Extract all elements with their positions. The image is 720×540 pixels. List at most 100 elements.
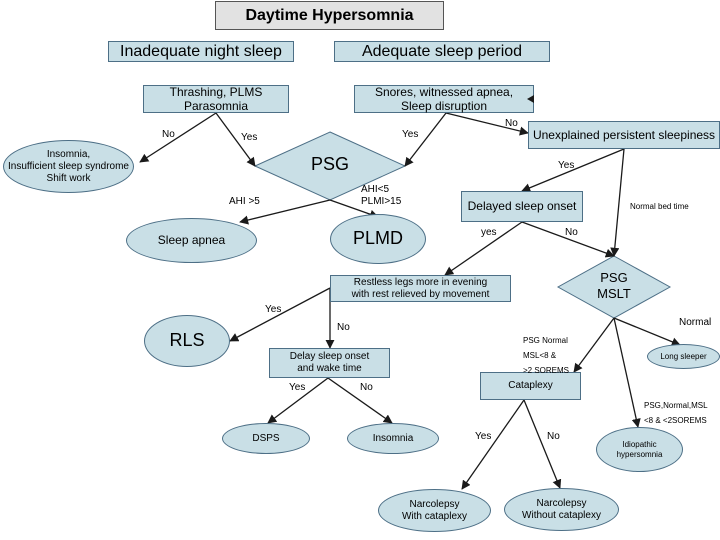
- edge-label-no: No: [360, 382, 373, 393]
- node-text: Delay sleep onset: [289, 351, 370, 362]
- branch-inadequate-night-sleep: Inadequate night sleep: [108, 41, 294, 62]
- node-insomnia: Insomnia: [347, 423, 439, 454]
- edge-label-text: PSG,Normal,MSL: [644, 401, 708, 410]
- arrow-thrashing-psg: [215, 112, 256, 167]
- branch-inadequate-label: Inadequate night sleep: [120, 42, 282, 60]
- arrow-mslt-cataplexy: [573, 317, 615, 373]
- edge-label-yes: yes: [481, 227, 497, 238]
- arrow-delay-dsps: [267, 377, 329, 424]
- edge-label-text: <8 & <2SOREMS: [644, 416, 707, 425]
- arrow-delayed-mslt: [521, 221, 615, 258]
- arrow-thrashing-insomnia: [139, 112, 217, 163]
- arrow-snores-psg: [404, 112, 447, 167]
- node-text: Delayed sleep onset: [467, 199, 577, 214]
- arrow-snores-unexplained: [445, 112, 529, 136]
- node-text: Thrashing, PLMS: [169, 84, 263, 99]
- triangle-marker-icon: [527, 95, 534, 103]
- page-title: Daytime Hypersomnia: [215, 1, 444, 30]
- node-text: Insomnia,: [46, 148, 91, 160]
- node-text: Without cataplexy: [522, 509, 601, 521]
- arrow-psg-sleepapnea: [239, 199, 331, 225]
- edge-label-text: AHI<5: [361, 184, 390, 195]
- node-unexplained-sleepiness: Unexplained persistent sleepiness: [528, 121, 720, 149]
- branch-adequate-sleep-period: Adequate sleep period: [334, 41, 550, 62]
- edge-label-yes: Yes: [558, 160, 575, 171]
- node-text: Restless legs more in evening: [353, 276, 488, 288]
- edge-label-yes: Yes: [241, 132, 258, 143]
- node-text: Parasomnia: [183, 99, 249, 113]
- edge-label-yes: Yes: [475, 431, 492, 442]
- node-text: Idiopathic: [622, 439, 657, 449]
- edge-label-yes: Yes: [265, 304, 282, 315]
- edge-label-no: No: [337, 322, 350, 333]
- node-rls: RLS: [144, 315, 230, 367]
- node-text: Narcolepsy: [536, 497, 587, 509]
- edge-label-normal-bed-time: Normal bed time: [630, 202, 689, 211]
- node-text: hypersomnia: [616, 449, 663, 459]
- arrow-cataplexy-narco-without: [523, 399, 562, 489]
- node-sleep-apnea: Sleep apnea: [126, 218, 257, 263]
- edge-label-text: PLMI>15: [361, 196, 402, 207]
- arrow-mslt-idiopathic: [613, 317, 641, 428]
- node-cataplexy: Cataplexy: [480, 372, 581, 400]
- node-text: with rest relieved by movement: [351, 288, 490, 300]
- node-long-sleeper: Long sleeper: [647, 344, 720, 369]
- node-text: Insomnia: [372, 432, 414, 444]
- arrow-mslt-longsleeper: [613, 317, 681, 347]
- node-dsps: DSPS: [222, 423, 310, 454]
- node-text: Sleep apnea: [157, 233, 226, 248]
- edge-label-yes: Yes: [289, 382, 306, 393]
- edge-label-ahi-gt5: AHI >5: [229, 196, 260, 207]
- arrow-delay-insomnia: [327, 377, 393, 424]
- node-text: Shift work: [46, 172, 91, 184]
- node-text: RLS: [169, 330, 205, 351]
- edge-label-text: >2 SOREMS: [523, 366, 570, 375]
- edge-label-no: No: [547, 431, 560, 442]
- node-plmd: PLMD: [330, 214, 426, 264]
- node-text: DSPS: [252, 432, 280, 444]
- node-text: and wake time: [297, 363, 362, 374]
- branch-adequate-label: Adequate sleep period: [361, 42, 523, 60]
- edge-label-text: PSG Normal: [523, 336, 568, 345]
- node-text: Narcolepsy: [409, 498, 460, 510]
- node-delayed-sleep-onset: Delayed sleep onset: [461, 191, 583, 222]
- edge-label-psg-normal-msl-idiopathic: PSG,Normal,MSL <8 & <2SOREMS: [644, 398, 708, 428]
- node-text: With cataplexy: [401, 510, 468, 522]
- arrow-unexplained-mslt: [610, 148, 625, 257]
- node-text: Snores, witnessed apnea,: [374, 84, 514, 99]
- node-text: Sleep disruption: [400, 99, 488, 113]
- node-text: PLMD: [352, 228, 403, 249]
- node-text: Long sleeper: [660, 351, 707, 361]
- arrow-unexplained-delayed: [521, 148, 625, 193]
- edge-label-normal: Normal: [679, 317, 712, 328]
- edge-label-yes: Yes: [402, 129, 419, 140]
- edge-label-no: No: [505, 118, 518, 129]
- arrow-cataplexy-narco-with: [461, 399, 525, 490]
- node-text: PSG: [310, 154, 349, 175]
- node-text: PSG: [600, 270, 628, 286]
- node-snores-apnea: Snores, witnessed apnea,Sleep disruption: [354, 85, 534, 113]
- edge-label-text: MSL<8 &: [523, 351, 557, 360]
- page-title-text: Daytime Hypersomnia: [245, 6, 414, 24]
- node-psg: PSG: [280, 150, 380, 180]
- node-text: Insufficient sleep syndrome: [8, 160, 129, 172]
- edge-label-no: No: [162, 129, 175, 140]
- node-text: MSLT: [597, 286, 631, 301]
- edge-label-no: No: [565, 227, 578, 238]
- node-text: Cataplexy: [508, 380, 553, 391]
- arrow-restless-rls: [229, 287, 331, 342]
- arrow-delayed-restless: [444, 221, 523, 276]
- node-text: Unexplained persistent sleepiness: [532, 127, 716, 142]
